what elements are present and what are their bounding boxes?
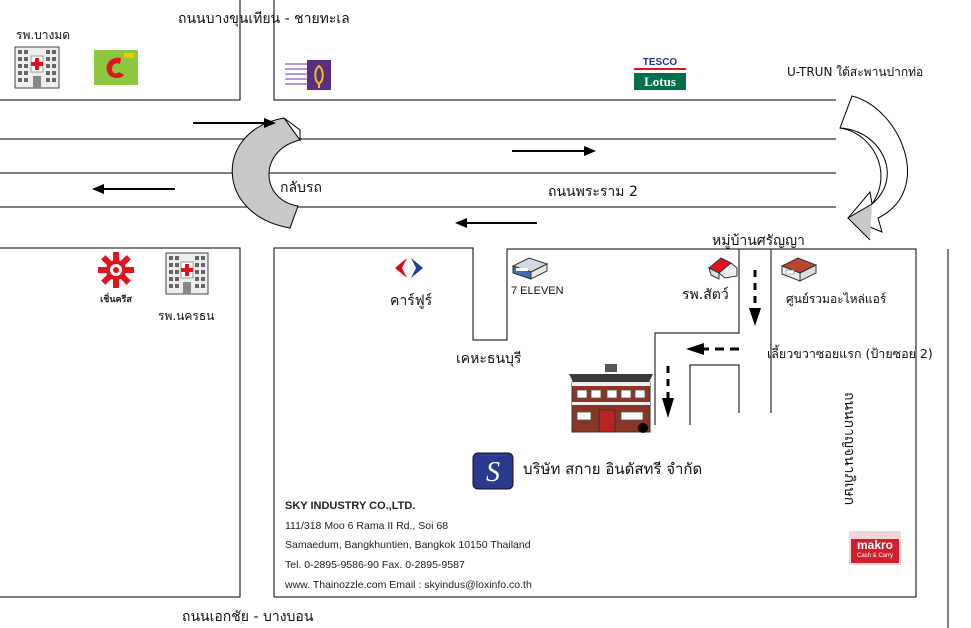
store-icon bbox=[511, 257, 549, 280]
block-top-right bbox=[273, 0, 836, 101]
hospital-icon-nakhon bbox=[165, 252, 209, 295]
tesco-brand-text: TESCO bbox=[634, 58, 686, 70]
company-address-1: 111/318 Moo 6 Rama II Rd., Soi 68 bbox=[285, 520, 449, 532]
makro-sub: Cash & Carry bbox=[856, 553, 893, 559]
soi-line-b bbox=[689, 364, 740, 425]
parts-center-label: ศูนย์รวมอะไหล่แอร์ bbox=[786, 292, 887, 306]
scb-bank-icon bbox=[285, 60, 331, 90]
factory-icon bbox=[569, 364, 653, 433]
arrow-icon-east-top bbox=[193, 118, 276, 128]
u-turn-icon-left bbox=[231, 117, 301, 229]
bottom-road-label: ถนนเอกชัย - บางบอน bbox=[182, 609, 314, 625]
chainarong-label: เชิ่นครีส bbox=[100, 295, 132, 305]
company-name-th: บริษัท สกาย อินดัสทรี จำกัด bbox=[523, 460, 703, 478]
turn-instruction-label: เลี้ยวขวาซอยแรก (ป้ายซอย 2) bbox=[767, 346, 933, 361]
arrow-icon-east-mid bbox=[512, 146, 596, 156]
arrow-icon-west-mid bbox=[92, 184, 175, 194]
house-icon bbox=[708, 257, 738, 280]
block-bottom-left bbox=[0, 247, 241, 598]
lotus-brand-text: Lotus bbox=[634, 73, 686, 90]
sky-logo-letter: S bbox=[486, 457, 500, 488]
arrow-icon-dashed-down-right bbox=[749, 270, 761, 326]
hospital-icon bbox=[14, 46, 60, 89]
arrow-icon-dashed-left bbox=[686, 343, 740, 355]
right-road-label: ถนนกาญจนาภิเษก bbox=[841, 392, 857, 506]
block-bottom-main bbox=[273, 247, 917, 598]
seven-mart-logo-icon bbox=[94, 50, 138, 85]
seven-eleven-label: 7 ELEVEN bbox=[511, 285, 564, 297]
company-web-email: www. Thainozzle.com Email : skyindus@lox… bbox=[285, 579, 532, 591]
vet-hospital-label: รพ.สัตว์ bbox=[682, 287, 729, 303]
sky-logo-icon: S bbox=[472, 452, 514, 490]
makro-brand: makro bbox=[856, 538, 894, 552]
bangmod-hospital-label: รพ.บางมด bbox=[16, 28, 71, 42]
carrefour-label: คาร์ฟูร์ bbox=[390, 293, 433, 309]
building-icon bbox=[780, 257, 818, 282]
main-road-label: ถนนพระราม 2 bbox=[548, 184, 638, 200]
company-phone: Tel. 0-2895-9586-90 Fax. 0-2895-9587 bbox=[285, 559, 465, 571]
village-label: หมู่บ้านศรัญญา bbox=[712, 233, 805, 249]
arrow-icon-dashed-down-left bbox=[662, 366, 674, 418]
company-name-en: SKY INDUSTRY CO.,LTD. bbox=[285, 500, 416, 512]
makro-logo-icon: makro Cash & Carry bbox=[849, 531, 901, 565]
company-address-2: Samaedum, Bangkhuntien, Bangkok 10150 Th… bbox=[285, 539, 531, 551]
kheha-label: เคหะธนบุรี bbox=[456, 351, 522, 367]
chainarong-icon: เชิ่นครีส bbox=[96, 252, 136, 305]
nakhon-hospital-label: รพ.นครธน bbox=[158, 309, 215, 323]
u-turn-label: กลับรถ bbox=[280, 180, 322, 196]
tesco-lotus-icon: TESCO Lotus bbox=[634, 58, 686, 92]
carrefour-icon bbox=[395, 258, 423, 278]
block-top-left bbox=[0, 0, 241, 101]
soi-line-a bbox=[654, 249, 740, 425]
arrow-icon-west-low bbox=[455, 218, 537, 228]
top-road-label: ถนนบางขุนเทียน - ชายทะเล bbox=[178, 11, 350, 27]
u-turn-right-label: U-TRUN ใต้สะพานปากท่อ bbox=[787, 65, 924, 79]
u-turn-icon-right bbox=[839, 95, 908, 241]
